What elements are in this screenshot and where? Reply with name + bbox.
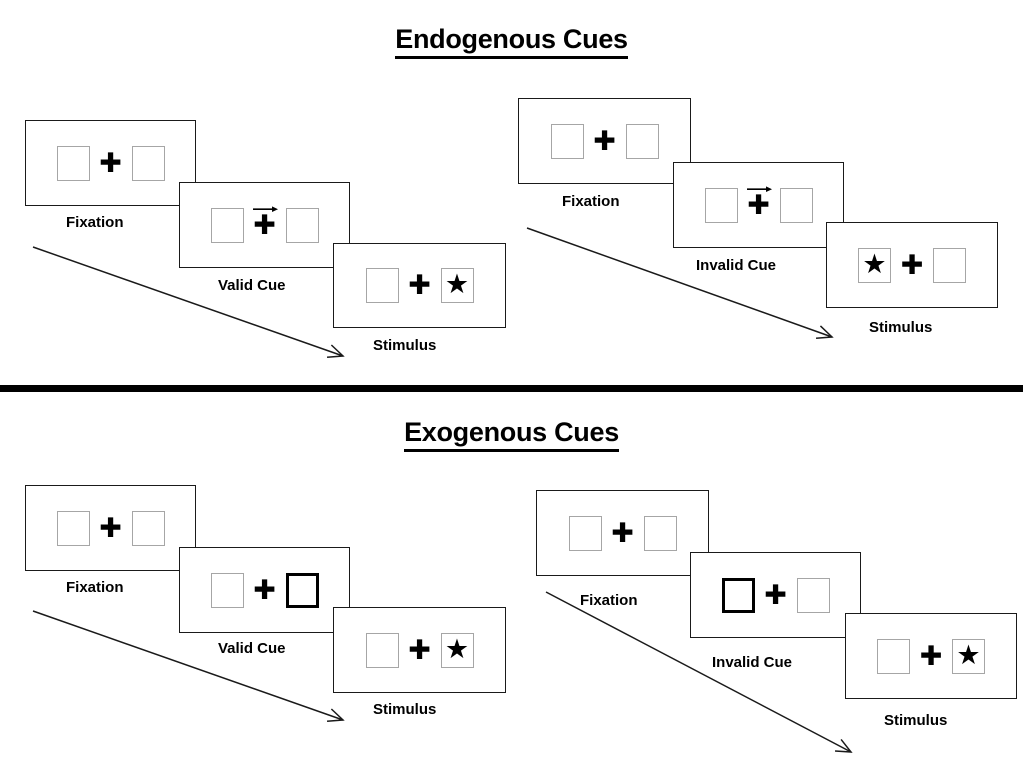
star-icon: ★: [444, 269, 470, 299]
trial-screen-exogenous-valid-stimulus: ✚★: [333, 607, 506, 693]
section-divider: [0, 385, 1023, 392]
fixation-center: ✚: [891, 246, 933, 284]
trial-screen-label: Valid Cue: [218, 640, 286, 657]
trial-screen-endogenous-valid-stimulus: ✚★: [333, 243, 506, 328]
fixation-center: ✚: [755, 576, 797, 614]
trial-screen-label: Invalid Cue: [712, 654, 793, 671]
right-placeholder-box-cued: [285, 572, 319, 608]
left-placeholder-box: [56, 145, 90, 181]
fixation-cross-icon: ✚: [593, 125, 616, 157]
fixation-center: ✚: [738, 186, 780, 224]
trial-screen-exogenous-invalid-fixation: ✚: [536, 490, 709, 576]
section-title-endogenous: Endogenous Cues: [0, 24, 1023, 59]
arrow-right-icon: [252, 206, 278, 212]
right-placeholder-box: ★: [440, 632, 474, 668]
left-placeholder-box: [210, 207, 244, 243]
left-placeholder-box: [365, 632, 399, 668]
trial-screen-label: Fixation: [562, 193, 620, 210]
trial-screen-endogenous-valid-fixation: ✚: [25, 120, 196, 206]
section-title-text: Exogenous Cues: [404, 417, 619, 452]
arrow-right-icon: [746, 186, 772, 192]
fixation-cross-icon: ✚: [900, 249, 924, 281]
left-placeholder-box-cued: [721, 577, 755, 613]
trial-screen-endogenous-invalid-invalid-cue: ✚: [673, 162, 844, 248]
left-placeholder-box: [550, 123, 584, 159]
star-icon: ★: [956, 639, 981, 670]
fixation-center: ✚: [244, 206, 286, 244]
left-placeholder-box: [210, 572, 244, 608]
left-placeholder-box: [877, 638, 910, 674]
trial-screen-content: ✚: [691, 553, 860, 637]
fixation-center: ✚: [910, 637, 952, 675]
right-placeholder-box: [285, 207, 319, 243]
trial-screen-content: ✚: [26, 486, 195, 570]
trial-screen-exogenous-invalid-stimulus: ✚★: [845, 613, 1017, 699]
right-placeholder-box: [796, 577, 830, 613]
trial-screen-content: ★✚: [827, 223, 997, 307]
fixation-center: ✚: [602, 514, 644, 552]
fixation-cross-icon: ✚: [99, 512, 122, 544]
fixation-center: ✚: [399, 631, 441, 669]
trial-screen-content: ✚: [180, 548, 349, 632]
left-placeholder-box: [704, 187, 738, 223]
trial-screen-label: Fixation: [580, 592, 638, 609]
fixation-center: ✚: [90, 509, 132, 547]
fixation-cross-icon: ✚: [611, 517, 634, 549]
right-placeholder-box: ★: [952, 638, 985, 674]
trial-screen-label: Valid Cue: [218, 277, 286, 294]
left-placeholder-box: [56, 510, 90, 546]
trial-screen-label: Fixation: [66, 214, 124, 231]
section-title-text: Endogenous Cues: [395, 24, 628, 59]
fixation-cross-icon: ✚: [764, 579, 787, 611]
fixation-center: ✚: [244, 571, 286, 609]
right-placeholder-box: [131, 510, 165, 546]
trial-screen-exogenous-valid-fixation: ✚: [25, 485, 196, 571]
trial-screen-label: Fixation: [66, 579, 124, 596]
trial-screen-exogenous-invalid-invalid-cue: ✚: [690, 552, 861, 638]
right-placeholder-box: ★: [440, 268, 474, 303]
trial-screen-content: ✚★: [846, 614, 1016, 698]
trial-screen-endogenous-invalid-fixation: ✚: [518, 98, 691, 184]
trial-screen-exogenous-valid-valid-cue: ✚: [179, 547, 350, 633]
trial-screen-content: ✚: [519, 99, 690, 183]
fixation-cross-icon: ✚: [747, 189, 770, 221]
right-placeholder-box: [625, 123, 659, 159]
trial-screen-label: Stimulus: [373, 337, 437, 354]
left-placeholder-box: [365, 268, 399, 303]
fixation-center: ✚: [90, 144, 132, 182]
section-title-exogenous: Exogenous Cues: [0, 417, 1023, 452]
trial-screen-content: ✚★: [334, 244, 505, 327]
fixation-cross-icon: ✚: [408, 634, 431, 666]
left-placeholder-box: [568, 515, 602, 551]
fixation-cross-icon: ✚: [408, 270, 431, 301]
right-placeholder-box: [131, 145, 165, 181]
trial-screen-content: ✚: [537, 491, 708, 575]
right-placeholder-box: [779, 187, 813, 223]
fixation-center: ✚: [584, 122, 626, 160]
trial-screen-label: Invalid Cue: [696, 257, 777, 274]
left-placeholder-box: ★: [858, 247, 891, 283]
trial-screen-label: Stimulus: [869, 319, 933, 336]
trial-screen-endogenous-invalid-stimulus: ★✚: [826, 222, 998, 308]
star-icon: ★: [444, 633, 470, 664]
star-icon: ★: [862, 248, 887, 279]
trial-screen-label: Stimulus: [373, 701, 437, 718]
fixation-cross-icon: ✚: [253, 574, 276, 606]
trial-screen-content: ✚★: [334, 608, 505, 692]
trial-screen-content: ✚: [26, 121, 195, 205]
fixation-cross-icon: ✚: [919, 640, 943, 672]
right-placeholder-box: [643, 515, 677, 551]
trial-screen-label: Stimulus: [884, 712, 948, 729]
fixation-center: ✚: [399, 267, 441, 305]
fixation-cross-icon: ✚: [99, 147, 122, 179]
trial-screen-content: ✚: [674, 163, 843, 247]
trial-screen-content: ✚: [180, 183, 349, 267]
trial-screen-endogenous-valid-valid-cue: ✚: [179, 182, 350, 268]
fixation-cross-icon: ✚: [253, 209, 276, 241]
right-placeholder-box: [933, 247, 966, 283]
